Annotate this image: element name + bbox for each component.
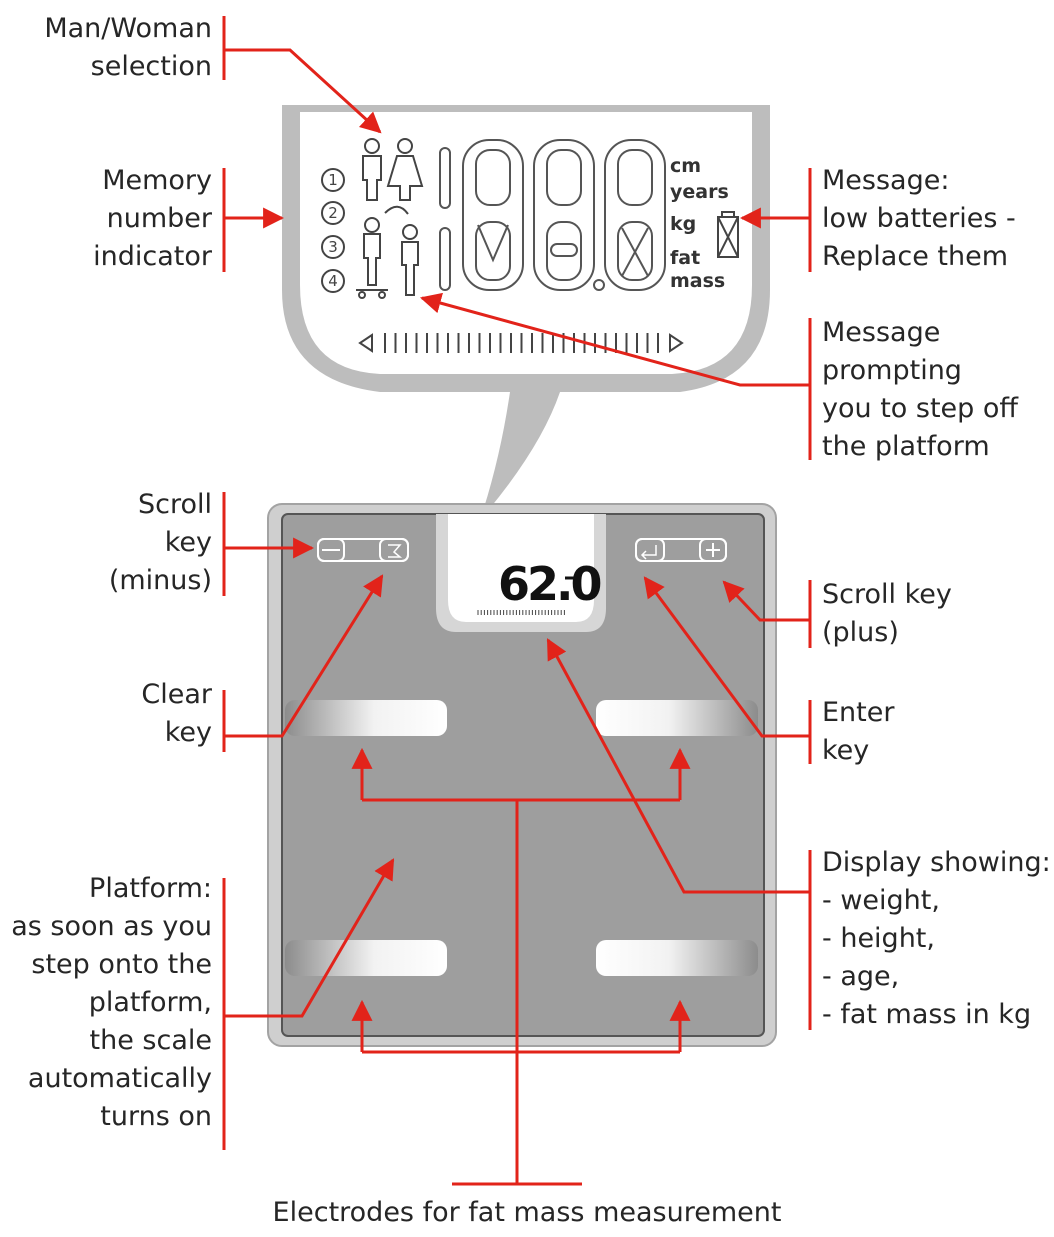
label-scroll-key-plus: Scroll key (plus) [822, 579, 952, 648]
electrode-bottom-right [596, 940, 758, 976]
scroll-plus-key[interactable] [699, 538, 727, 562]
display-bar-indicator [477, 610, 565, 615]
display-reading: 62.0 [498, 557, 600, 611]
leader-step-off [419, 292, 810, 387]
label-step-off-message: Message prompting you to step off the pl… [822, 317, 1018, 462]
lcd-digits [439, 139, 666, 291]
leader-lines [224, 48, 810, 1018]
display-window [448, 514, 594, 622]
bar-left-triangle-icon [358, 333, 373, 353]
clear-icon [388, 544, 403, 558]
memory-number-2: 2 [328, 204, 338, 222]
unit-mass: mass [670, 270, 725, 292]
leader-platform [224, 858, 395, 1018]
low-battery-icon [717, 211, 739, 258]
memory-number-3: 3 [328, 238, 338, 256]
curved-arrow-icon [384, 205, 409, 215]
label-man-woman-selection: Man/Woman selection [44, 13, 212, 82]
electrode-top-right [596, 700, 758, 736]
label-platform: Platform: as soon as you step onto the p… [11, 873, 212, 1132]
lcd-units: cm years kg fat mass [670, 155, 729, 292]
unit-fat: fat [670, 247, 700, 269]
memory-number-1: 1 [328, 171, 338, 189]
lcd-callout: 1 2 3 4 [282, 105, 770, 520]
unit-years: years [670, 181, 729, 203]
bar-right-triangle-icon [669, 333, 684, 353]
enter-key[interactable] [635, 538, 665, 562]
man-icon [362, 138, 382, 201]
label-memory-number-indicator: Memory number indicator [93, 165, 212, 272]
key-panel-right [635, 538, 727, 562]
electrode-brackets [351, 747, 691, 1186]
scroll-minus-key[interactable] [317, 538, 345, 562]
label-enter-key: Enter key [822, 697, 895, 766]
label-bars [222, 16, 812, 1150]
step-off-person-icon [401, 224, 419, 296]
label-electrodes: Electrodes for fat mass measurement [272, 1197, 782, 1228]
label-low-batteries: Message: low batteries - Replace them [822, 165, 1016, 272]
leader-enter-key [643, 576, 810, 738]
key-panel-left [317, 538, 409, 562]
scale-body: 62.0 [267, 503, 777, 1047]
electrode-top-left [285, 700, 447, 736]
electrode-bottom-left [285, 940, 447, 976]
clear-key[interactable] [379, 538, 409, 562]
lcd-screen [300, 112, 752, 374]
leader-scroll-plus [722, 580, 810, 622]
lcd-bar-indicator [358, 333, 684, 353]
leader-display [546, 638, 810, 894]
unit-cm: cm [670, 155, 701, 177]
leader-man-woman [224, 48, 382, 134]
woman-icon [386, 138, 424, 201]
label-scroll-key-minus: Scroll key (minus) [108, 489, 212, 596]
label-display-showing: Display showing: - weight, - height, - a… [822, 847, 1051, 1030]
memory-number-4: 4 [328, 272, 338, 290]
plus-icon [706, 543, 720, 557]
child-icon [356, 217, 388, 299]
label-clear-key: Clear key [141, 679, 212, 748]
unit-kg: kg [670, 213, 696, 235]
leader-clear-key [224, 574, 384, 738]
memory-number-icons: 1 2 3 4 [321, 168, 345, 293]
enter-icon [640, 545, 657, 560]
